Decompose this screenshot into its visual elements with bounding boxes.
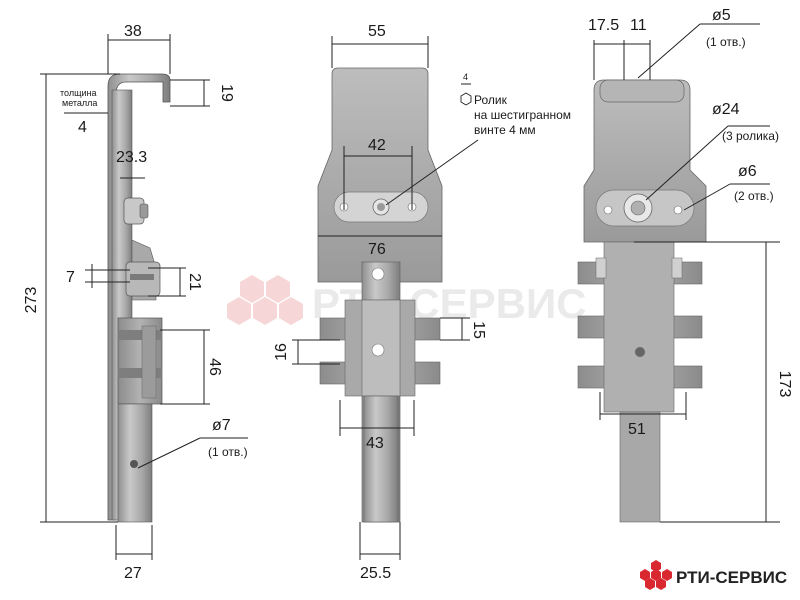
small-hole-diameter: ø5 [712, 7, 731, 24]
front-view-dimensions [292, 36, 479, 560]
dim-7: 7 [66, 269, 75, 286]
dim-21: 21 [186, 273, 203, 291]
brand-logo: РТИ-СЕРВИС [640, 560, 787, 590]
dim-11: 11 [630, 17, 647, 34]
dim-total-height: 273 [23, 287, 40, 314]
hole-count-label: (1 отв.) [208, 445, 248, 459]
side-view-dimensions [40, 34, 248, 560]
dim-top-width: 38 [124, 23, 142, 40]
dim-plate-width: 76 [368, 241, 386, 258]
dim-hole-spacing: 42 [368, 137, 386, 154]
thickness-label-2: металла [62, 98, 97, 108]
dim-roller-offset: 23.3 [116, 149, 147, 166]
roller-diameter: ø24 [712, 101, 740, 118]
back-view-bracket [577, 79, 707, 523]
dim-17-5: 17.5 [588, 17, 619, 34]
thickness-label-1: толщина [60, 88, 97, 98]
dim-15: 15 [470, 321, 487, 339]
dim-front-bottom-width: 25.5 [360, 565, 391, 582]
hex-note-line-1: Ролик [474, 93, 508, 107]
hole-diameter-label: ø7 [212, 417, 231, 434]
watermark-hexagon-icon [227, 275, 303, 325]
dim-top-flange: 19 [218, 84, 235, 102]
front-view-bracket [317, 67, 443, 523]
dim-front-top-width: 55 [368, 23, 386, 40]
hex-note-line-3: винте 4 мм [474, 123, 536, 137]
dim-16: 16 [273, 343, 290, 361]
dim-bottom-width: 27 [124, 565, 142, 582]
back-view-dimensions [593, 23, 780, 523]
dim-173: 173 [776, 371, 793, 398]
side-hole-diameter: ø6 [738, 163, 757, 180]
dim-thickness: 4 [78, 119, 87, 136]
dim-46: 46 [206, 358, 223, 376]
brand-name: РТИ-СЕРВИС [676, 568, 787, 587]
dim-51: 51 [628, 421, 646, 438]
side-view-bracket [107, 73, 171, 523]
small-hole-count: (1 отв.) [706, 35, 746, 49]
side-hole-count: (2 отв.) [734, 189, 774, 203]
hex-note-line-2: на шестигранном [474, 108, 571, 122]
hex-screw-icon [460, 83, 472, 106]
dim-43: 43 [366, 435, 384, 452]
hexagon-cluster-icon [640, 560, 672, 590]
roller-count: (3 ролика) [722, 129, 779, 143]
hex-size-label: 4 [463, 72, 468, 82]
